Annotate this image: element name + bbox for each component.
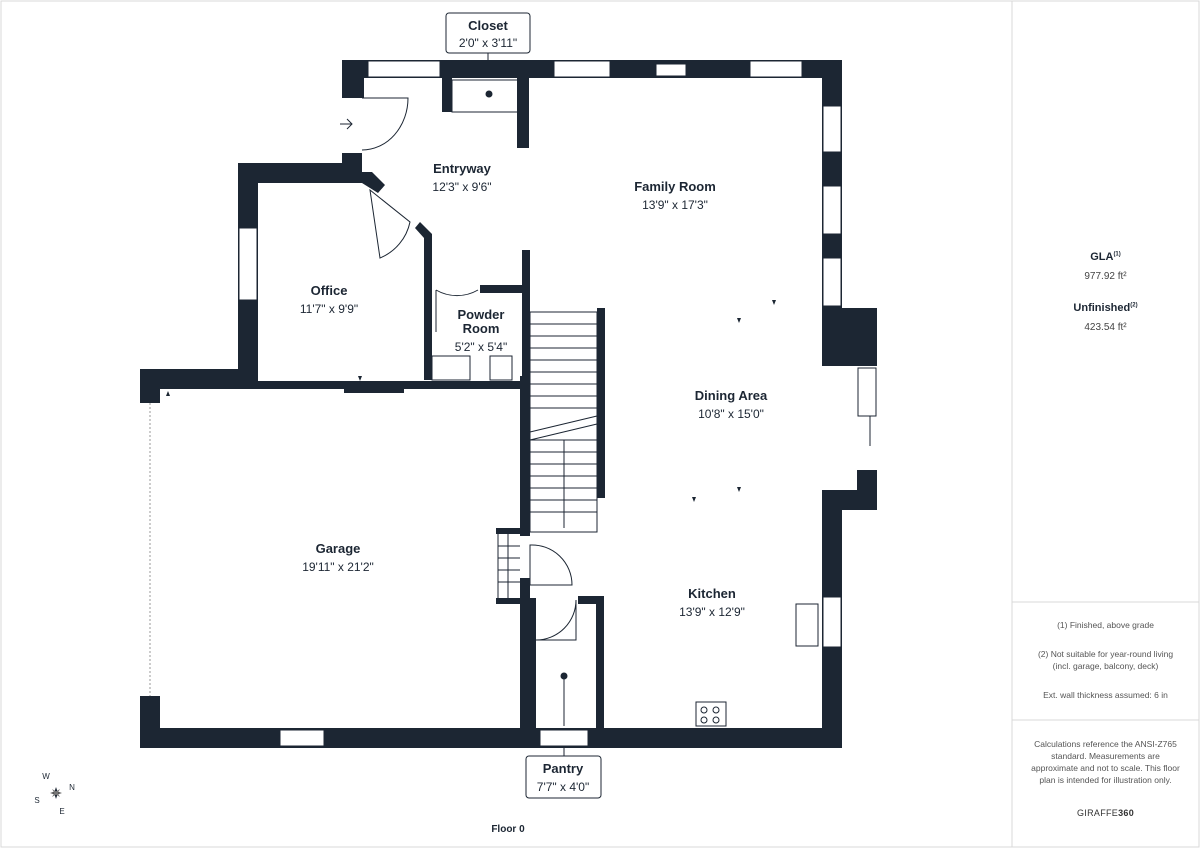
- note-finished: (1) Finished, above grade: [1057, 620, 1154, 630]
- closet-name: Closet: [468, 18, 508, 33]
- compass-e: E: [59, 807, 64, 816]
- gla-title: GLA(1): [1090, 251, 1121, 263]
- compass-n: N: [69, 783, 75, 792]
- windows: [238, 60, 877, 747]
- garage-dims: 19'11" x 21'2": [302, 560, 374, 574]
- entryway-dims: 12'3" x 9'6": [432, 180, 491, 194]
- floor-label: Floor 0: [491, 824, 525, 835]
- disclaimer: Calculations reference the ANSI-Z765 sta…: [1031, 739, 1180, 785]
- compass-s: S: [34, 796, 39, 805]
- closet-dims: 2'0" x 3'11": [459, 36, 517, 50]
- note-unfinished: (2) Not suitable for year-round living (…: [1037, 649, 1174, 671]
- powder-room-name-1: Powder: [458, 307, 505, 322]
- pantry-name: Pantry: [543, 761, 584, 776]
- gla-value: 977.92 ft²: [1084, 271, 1127, 282]
- pantry-label-box: [525, 755, 602, 799]
- compass-w: W: [42, 772, 50, 781]
- family-room-name: Family Room: [634, 179, 716, 194]
- powder-room-dims: 5'2" x 5'4": [455, 340, 507, 354]
- staircase: [497, 311, 598, 600]
- garage-name: Garage: [316, 541, 361, 556]
- pantry-dims: 7'7" x 4'0": [537, 780, 589, 794]
- unfinished-title: Unfinished(2): [1073, 302, 1138, 314]
- unfinished-block: Unfinished(2) 423.54 ft²: [1014, 302, 1197, 333]
- gla-block: GLA(1) 977.92 ft²: [1014, 251, 1197, 282]
- note-wall-thickness: Ext. wall thickness assumed: 6 in: [1043, 690, 1168, 700]
- walls: [140, 60, 877, 748]
- dining-area-name: Dining Area: [695, 388, 768, 403]
- family-room-dims: 13'9" x 17'3": [642, 198, 708, 212]
- entryway-name: Entryway: [433, 161, 492, 176]
- compass-icon: W N S E: [34, 772, 75, 816]
- light-markers: [166, 300, 776, 502]
- fixtures: [431, 79, 819, 727]
- office-dims: 11'7" x 9'9": [300, 302, 358, 316]
- entry-arrow-icon: [340, 118, 353, 130]
- unfinished-value: 423.54 ft²: [1084, 322, 1127, 333]
- powder-room-name-2: Room: [463, 321, 500, 336]
- doors: [361, 97, 871, 641]
- office-name: Office: [311, 283, 348, 298]
- brand-logo: GIRAFFE360: [1076, 808, 1135, 818]
- kitchen-dims: 13'9" x 12'9": [679, 605, 745, 619]
- room-labels: Closet 2'0" x 3'11" Entryway 12'3" x 9'6…: [300, 12, 768, 835]
- kitchen-name: Kitchen: [688, 586, 736, 601]
- dining-area-dims: 10'8" x 15'0": [698, 407, 764, 421]
